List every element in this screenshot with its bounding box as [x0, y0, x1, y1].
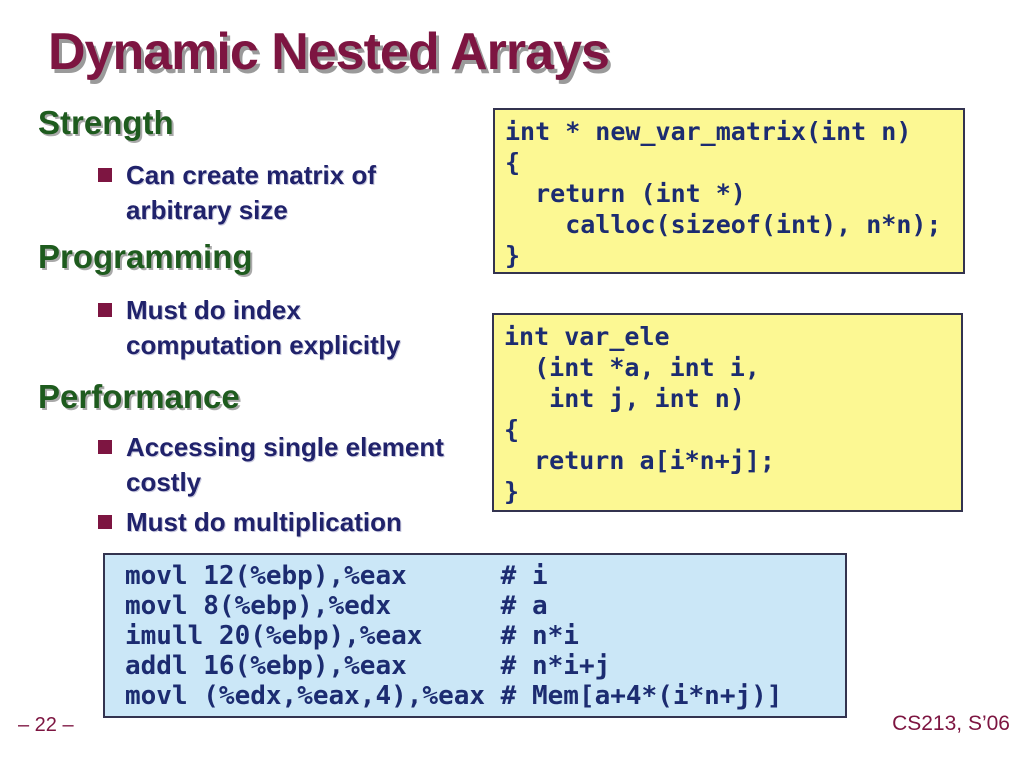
- bullet-item-access-costly: Accessing single element costly: [98, 430, 444, 500]
- bullet-item-index-computation: Must do index computation explicitly: [98, 293, 401, 363]
- bullet-item-multiplication: Must do multiplication: [98, 505, 402, 540]
- code-box-var-ele: int var_ele (int *a, int i, int j, int n…: [492, 313, 963, 512]
- bullet-text: Must do index computation explicitly: [126, 295, 401, 360]
- bullet-text: Can create matrix of arbitrary size: [126, 160, 376, 225]
- bullet-square-icon: [98, 303, 112, 317]
- bullet-square-icon: [98, 515, 112, 529]
- bullet-square-icon: [98, 168, 112, 182]
- page-title: Dynamic Nested Arrays: [48, 23, 610, 81]
- page-number: – 22 –: [18, 714, 74, 736]
- heading-programming: Programming: [38, 238, 253, 275]
- heading-performance: Performance: [38, 378, 240, 415]
- code-box-new-var-matrix: int * new_var_matrix(int n) { return (in…: [493, 108, 965, 274]
- bullet-item-arbitrary-size: Can create matrix of arbitrary size: [98, 158, 376, 228]
- course-label: CS213, S’06: [892, 712, 1010, 735]
- bullet-square-icon: [98, 440, 112, 454]
- bullet-text: Accessing single element costly: [126, 432, 444, 497]
- assembly-code-box: movl 12(%ebp),%eax # i movl 8(%ebp),%edx…: [103, 553, 847, 718]
- bullet-text: Must do multiplication: [126, 507, 402, 537]
- heading-strength: Strength: [38, 104, 174, 141]
